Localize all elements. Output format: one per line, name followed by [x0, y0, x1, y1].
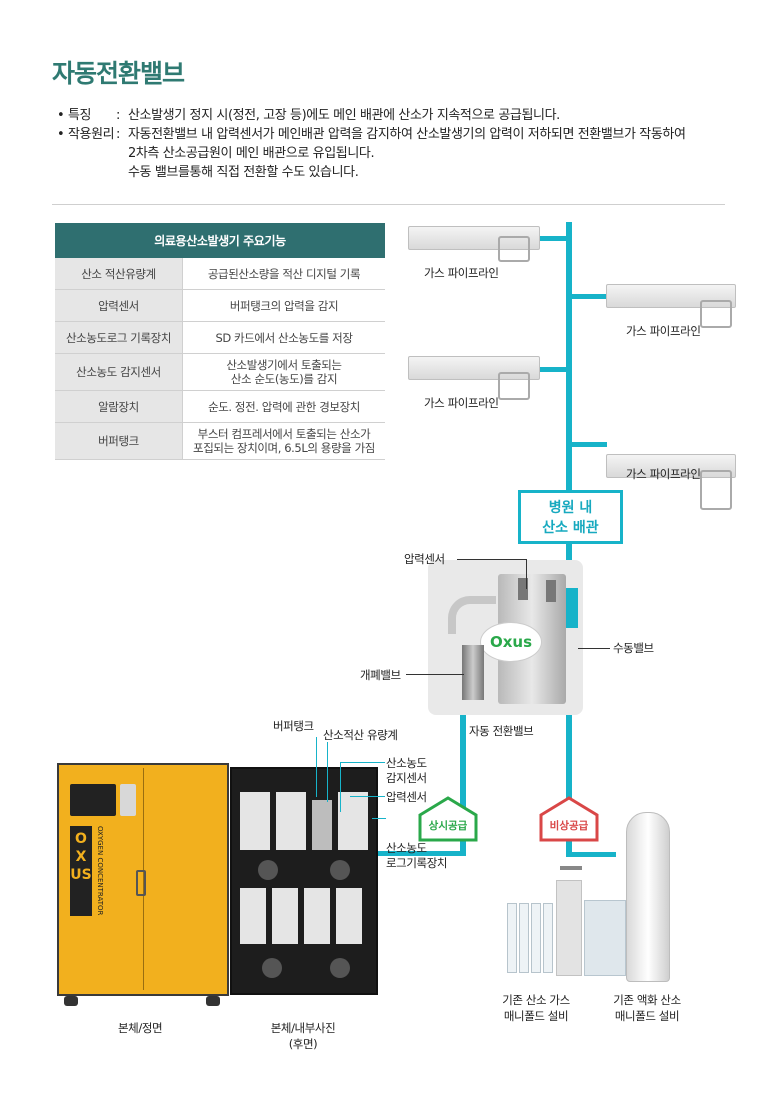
- sieve-bed: [240, 792, 270, 850]
- leader-line: [316, 737, 317, 797]
- flow-meter-label: 산소적산 유량계: [323, 728, 398, 742]
- divider: [52, 204, 725, 205]
- emergency-pipe-horizontal: [566, 852, 616, 857]
- principle-text-2: 2차측 산소공급원이 메인 배관으로 유입됩니다.: [128, 146, 375, 161]
- logger-label: 산소농도 로그기록장치: [386, 841, 448, 870]
- manual-valve-label: 수동밸브: [613, 641, 654, 655]
- pipeline-valve: [700, 300, 732, 328]
- cabinet-wheel: [206, 996, 220, 1006]
- fan: [258, 860, 278, 880]
- fan: [330, 958, 350, 978]
- cabinet-display: [70, 784, 116, 816]
- leader-line: [578, 648, 610, 649]
- cabinet-handle: [136, 870, 146, 896]
- sieve-bed: [338, 792, 368, 850]
- branch-pipe: [533, 367, 571, 372]
- body-inner-label: 본체/내부사진 (후면): [270, 1021, 336, 1051]
- gas-manifold-label: 기존 산소 가스 매니폴드 설비: [502, 993, 570, 1023]
- pipeline-valve: [700, 470, 732, 510]
- sieve-bed: [304, 888, 330, 944]
- body-front-label: 본체/정면: [118, 1021, 163, 1035]
- gas-pipeline-label: 가스 파이프라인: [424, 396, 499, 410]
- valve-tube: [448, 596, 496, 634]
- auto-valve-label: 자동 전환밸브: [469, 724, 534, 738]
- normal-pipe-vertical: [460, 705, 466, 855]
- gas-cylinder-rack: [503, 885, 553, 975]
- manifold-pipe: [560, 866, 582, 870]
- normal-supply-sign: [418, 796, 478, 842]
- leader-line: [350, 796, 385, 797]
- cabinet-door-split: [143, 768, 144, 990]
- pipeline-valve: [498, 372, 530, 400]
- branch-pipe: [570, 294, 607, 299]
- leader-line: [526, 559, 527, 589]
- fan: [262, 958, 282, 978]
- oxus-logo: Oxus: [480, 622, 542, 662]
- gas-pipeline-label: 가스 파이프라인: [626, 467, 701, 481]
- cabinet-brand-strip: [70, 826, 92, 916]
- pipeline-valve: [498, 236, 530, 262]
- pressure-sensor2-label: 압력센서: [386, 790, 427, 804]
- principle-sep: :: [116, 127, 120, 142]
- normal-supply-label: 상시공급: [428, 820, 468, 832]
- sieve-bed: [336, 888, 362, 944]
- sieve-bed: [240, 888, 266, 944]
- shutoff-valve: [462, 645, 484, 700]
- sieve-bed: [276, 792, 306, 850]
- pressure-sensor-label: 압력센서: [404, 552, 445, 566]
- gas-pipeline-label: 가스 파이프라인: [626, 324, 701, 338]
- feature-label: • 특징: [57, 108, 92, 123]
- normal-pipe-horizontal: [377, 851, 466, 856]
- manual-valve-lever: [566, 588, 578, 628]
- gas-pipeline-panel: [606, 284, 736, 308]
- branch-pipe: [570, 442, 607, 447]
- principle-text-3: 수동 밸브를통해 직접 전환할 수도 있습니다.: [128, 165, 359, 180]
- leader-line: [372, 818, 386, 819]
- cabinet-brand: OXUS: [70, 831, 92, 883]
- liquid-cylinder-rack: [584, 900, 626, 976]
- principle-label: • 작용원리: [57, 127, 115, 142]
- shutoff-valve-label: 개폐밸브: [360, 668, 401, 682]
- valve-stem: [546, 580, 556, 602]
- fan: [330, 860, 350, 880]
- buffer-tank-label: 버퍼탱크: [273, 719, 314, 733]
- page-title: 자동전환밸브: [52, 59, 185, 88]
- branch-pipe: [533, 236, 571, 241]
- liquid-oxygen-tank: [626, 812, 670, 982]
- leader-line: [340, 762, 341, 812]
- feature-text: 산소발생기 정지 시(정전, 고장 등)에도 메인 배관에 산소가 지속적으로 …: [128, 108, 560, 123]
- leader-line: [340, 762, 385, 763]
- buffer-tank-unit: [312, 800, 332, 850]
- valve-stem: [518, 578, 528, 600]
- leader-line: [457, 559, 527, 560]
- manifold-panel: [556, 880, 582, 976]
- sieve-bed: [272, 888, 298, 944]
- emergency-supply-label: 비상공급: [549, 820, 589, 832]
- hospital-pipe-box: 병원 내 산소 배관: [518, 490, 623, 544]
- gas-pipeline-panel: [408, 356, 540, 380]
- table-header: 의료용산소발생기 주요기능: [55, 223, 385, 258]
- gas-pipeline-label: 가스 파이프라인: [424, 266, 499, 280]
- leader-line: [327, 742, 328, 802]
- cabinet-gauge: [120, 784, 136, 816]
- liquid-manifold-label: 기존 액화 산소 매니폴드 설비: [613, 993, 681, 1023]
- leader-line: [406, 674, 464, 675]
- cabinet-wheel: [64, 996, 78, 1006]
- principle-text-1: 자동전환밸브 내 압력센서가 메인배관 압력을 감지하여 산소발생기의 압력이 …: [128, 127, 686, 142]
- gas-pipeline-panel: [606, 454, 736, 478]
- cabinet-sub: OXYGEN CONCENTRATOR: [96, 826, 104, 916]
- gas-pipeline-panel: [408, 226, 540, 250]
- emergency-supply-sign: [539, 796, 599, 842]
- o2-sensor-label: 산소농도 감지센서: [386, 756, 427, 785]
- feature-sep: :: [116, 108, 120, 123]
